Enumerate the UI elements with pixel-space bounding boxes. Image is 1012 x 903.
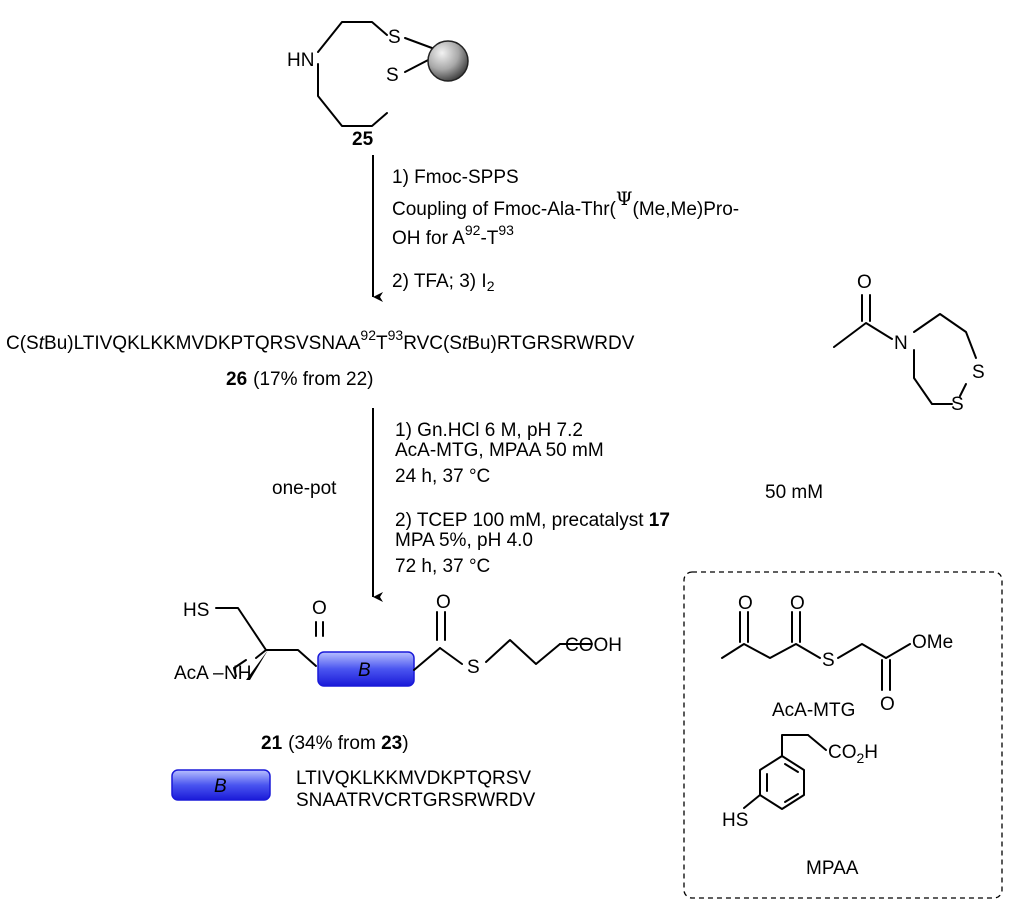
compound-name: AcA-MTG bbox=[772, 700, 855, 721]
atom-o: O bbox=[312, 598, 327, 619]
atom-s: S bbox=[951, 394, 964, 415]
atom-o: O bbox=[790, 593, 805, 614]
atom-aca: AcA bbox=[174, 663, 209, 684]
atom-hs: HS bbox=[183, 600, 209, 621]
atom-o: O bbox=[436, 592, 451, 613]
atom-n: N bbox=[894, 333, 908, 354]
atom-co2h: CO2H bbox=[828, 742, 878, 766]
condition-line: 50 mM bbox=[765, 482, 823, 503]
compound-21-structure: HS O AcA – NH B O S COOH 21(34% from 23) bbox=[174, 592, 622, 754]
step2-conditions: 1) Gn.HCl 6 M, pH 7.2 AcA-MTG, MPAA 50 m… bbox=[395, 420, 823, 577]
condition-line: 2) TCEP 100 mM, precatalyst 17 bbox=[395, 510, 670, 531]
atom-nh: NH bbox=[224, 663, 251, 684]
atom-ome: OMe bbox=[912, 632, 953, 653]
condition-line: OH for A92-T93 bbox=[392, 222, 514, 249]
compound-name: MPAA bbox=[806, 858, 859, 879]
condition-line: 2) TFA; 3) I2 bbox=[392, 271, 495, 294]
peptide-block-label: B bbox=[214, 776, 227, 797]
condition-line: MPA 5%, pH 4.0 bbox=[395, 530, 533, 551]
compound-number-21: 21(34% from 23) bbox=[261, 733, 409, 754]
step1-conditions: 1) Fmoc-SPPS Coupling of Fmoc-Ala-Thr(Ψ(… bbox=[392, 167, 739, 294]
inset-border bbox=[683, 571, 1003, 899]
atom-s: S bbox=[386, 65, 399, 86]
peptide-block bbox=[171, 769, 271, 801]
sequence-line: LTIVQKLKKMVDKPTQRSV bbox=[296, 768, 531, 789]
condition-line: 72 h, 37 °C bbox=[395, 556, 490, 577]
peptide-block-label: B bbox=[358, 660, 371, 681]
atom-hs: HS bbox=[722, 810, 748, 831]
condition-line: 24 h, 37 °C bbox=[395, 466, 490, 487]
atom-o: O bbox=[880, 694, 895, 715]
atom-o: O bbox=[857, 272, 872, 293]
atom-cooh: COOH bbox=[565, 635, 622, 656]
condition-line: Coupling of Fmoc-Ala-Thr(Ψ(Me,Me)Pro- bbox=[392, 188, 739, 220]
compound-25-structure: HN S S 25 bbox=[287, 21, 469, 150]
atom-s: S bbox=[972, 362, 985, 383]
atom-s: S bbox=[467, 657, 480, 678]
condition-line: AcA-MTG, MPAA 50 mM bbox=[395, 440, 604, 461]
atom-s: S bbox=[388, 27, 401, 48]
condition-line: 1) Gn.HCl 6 M, pH 7.2 bbox=[395, 420, 583, 441]
compound-number-26: 26(17% from 22) bbox=[226, 369, 374, 390]
compound-26: C(StBu)LTIVQKLKKMVDKPTQRSVSNAA92T93RVC(S… bbox=[6, 272, 985, 415]
block-legend: B LTIVQKLKKMVDKPTQRSV SNAATRVCRTGRSRWRDV bbox=[171, 768, 536, 811]
atom-hn: HN bbox=[287, 50, 314, 71]
bond-dash: – bbox=[213, 663, 224, 684]
resin-bead bbox=[427, 40, 469, 82]
peptide-sequence: C(StBu)LTIVQKLKKMVDKPTQRSVSNAA92T93RVC(S… bbox=[6, 327, 635, 354]
reagent-inset: O O S OMe O AcA-MTG CO2H HS MPAA bbox=[683, 571, 1003, 899]
atom-s: S bbox=[822, 650, 835, 671]
compound-number: 25 bbox=[352, 129, 374, 150]
condition-line: 1) Fmoc-SPPS bbox=[392, 167, 519, 188]
one-pot-label: one-pot bbox=[272, 478, 337, 499]
atom-o: O bbox=[738, 593, 753, 614]
sequence-line: SNAATRVCRTGRSRWRDV bbox=[296, 790, 536, 811]
